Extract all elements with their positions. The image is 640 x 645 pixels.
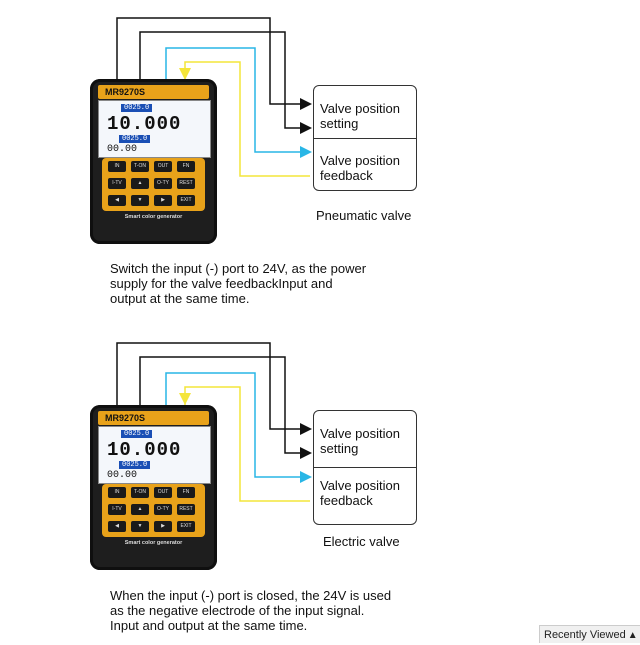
diagram-pneumatic: MR9270S 0025.0 10.000 0025.0 00.00 IN T-… [0, 0, 640, 320]
diagram-caption: When the input (-) port is closed, the 2… [110, 588, 392, 633]
wire-black-inner [139, 356, 310, 454]
device-keypad: IN T-ON OUT FN I-TV ▲ O-TY REST ◀ ▼ ▶ EX… [102, 484, 205, 537]
screen-mid-value: 0025.0 [119, 135, 151, 143]
wire-cyan [165, 372, 310, 478]
key-fn: FN [177, 161, 195, 172]
diagram-electric: MR9270S 0025.0 10.000 0025.0 00.00 IN T-… [0, 325, 640, 645]
wire-black-inner [139, 31, 310, 129]
arrow-black-outer [300, 423, 312, 435]
wiring [116, 342, 312, 502]
key-exit: EXIT [177, 521, 195, 532]
device-model: MR9270S [105, 413, 146, 423]
key-right: ▶ [154, 521, 172, 532]
key-out: OUT [154, 161, 172, 172]
valve-type-label: Electric valve [323, 534, 400, 549]
screen-bottom-value: 00.00 [107, 470, 138, 481]
screen-top-value: 0025.0 [121, 430, 153, 438]
key-i-tv: I-TV [108, 178, 126, 189]
key-left: ◀ [108, 195, 126, 206]
key-i-tv: I-TV [108, 504, 126, 515]
chevron-up-icon: ▲ [627, 630, 638, 641]
key-out: OUT [154, 487, 172, 498]
valve-divider [313, 467, 416, 468]
key-in: IN [108, 161, 126, 172]
key-up: ▲ [131, 504, 149, 515]
arrow-black-outer [300, 98, 312, 110]
device-brand: Smart color generator [124, 540, 183, 546]
device-model: MR9270S [105, 87, 146, 97]
device-topbar [98, 411, 209, 425]
key-left: ◀ [108, 521, 126, 532]
key-rest: REST [177, 504, 195, 515]
key-exit: EXIT [177, 195, 195, 206]
arrow-black-inner [300, 447, 312, 459]
recently-viewed-button[interactable]: Recently Viewed▲ [539, 625, 640, 643]
arrow-yellow [179, 68, 191, 80]
device-keypad: IN T-ON OUT FN I-TV ▲ O-TY REST ◀ ▼ ▶ EX… [102, 158, 205, 211]
wire-cyan [165, 47, 310, 153]
device-brand: Smart color generator [124, 214, 183, 220]
signal-generator-device: MR9270S 0025.0 10.000 0025.0 00.00 IN T-… [90, 79, 217, 244]
recently-viewed-label: Recently Viewed [544, 629, 626, 641]
valve-type-label: Pneumatic valve [316, 208, 412, 223]
device-topbar [98, 85, 209, 99]
key-o-ty: O-TY [154, 178, 172, 189]
wire-black-outer [116, 342, 310, 430]
key-up: ▲ [131, 178, 149, 189]
signal-generator-device: MR9270S 0025.0 10.000 0025.0 00.00 IN T-… [90, 405, 217, 570]
key-down: ▼ [131, 521, 149, 532]
key-in: IN [108, 487, 126, 498]
screen-mid-value: 0025.0 [119, 461, 151, 469]
arrow-cyan [300, 146, 312, 158]
valve-divider [313, 138, 416, 139]
screen-big-value: 10.000 [107, 439, 182, 461]
key-down: ▼ [131, 195, 149, 206]
arrow-black-inner [300, 122, 312, 134]
key-right: ▶ [154, 195, 172, 206]
wire-black-outer [116, 17, 310, 105]
screen-bottom-value: 00.00 [107, 144, 138, 155]
screen-big-value: 10.000 [107, 113, 182, 135]
arrow-yellow [179, 393, 191, 405]
device-screen: 0025.0 10.000 0025.0 00.00 [98, 100, 211, 158]
device-screen: 0025.0 10.000 0025.0 00.00 [98, 426, 211, 484]
key-o-ty: O-TY [154, 504, 172, 515]
key-rest: REST [177, 178, 195, 189]
key-fn: FN [177, 487, 195, 498]
arrow-cyan [300, 471, 312, 483]
wiring [116, 17, 312, 177]
diagram-caption: Switch the input (-) port to 24V, as the… [110, 261, 367, 306]
screen-top-value: 0025.0 [121, 104, 153, 112]
key-t-on: T-ON [131, 161, 149, 172]
key-t-on: T-ON [131, 487, 149, 498]
